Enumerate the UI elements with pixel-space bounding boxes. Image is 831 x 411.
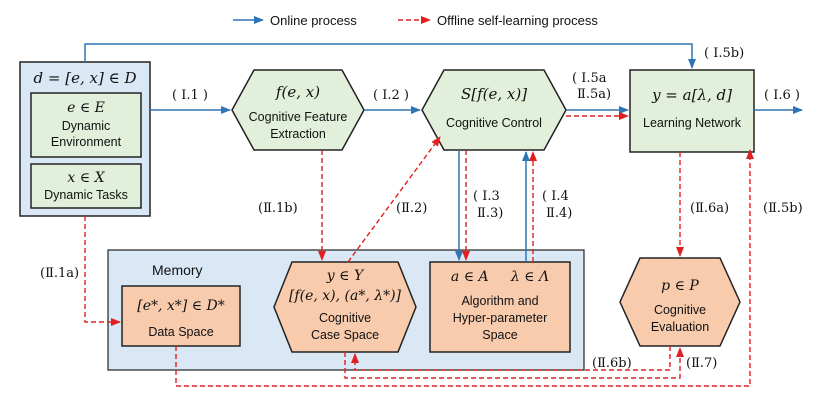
case-space-node: y ∈ Y [f(e, x), (a*, λ*)] Cognitive Case… xyxy=(273,261,417,353)
label-i3-2: Ⅱ.3) xyxy=(477,206,503,221)
label-ii5b: (Ⅱ.5b) xyxy=(763,201,803,216)
edge-labels: ( Ⅰ.1 ) ( Ⅰ.2 ) ( Ⅰ.5a Ⅱ.5a) ( Ⅰ.5b) ( Ⅰ… xyxy=(40,46,803,371)
label-i5a-1: ( Ⅰ.5a xyxy=(572,71,607,86)
data-space-node: [e*, x*] ∈ D* Data Space xyxy=(121,285,241,347)
algo-space-formula: a ∈ Α λ ∈ Λ xyxy=(451,269,549,285)
task-formula: x ∈ X xyxy=(67,170,105,186)
label-i2: ( Ⅰ.2 ) xyxy=(373,88,409,103)
env-label-2: Environment xyxy=(51,135,122,149)
label-ii7: (Ⅱ.7) xyxy=(686,356,717,371)
input-formula: d = [e, x] ∈ D xyxy=(34,69,137,87)
control-formula: S[f(e, x)] xyxy=(461,85,527,103)
edge-i5b xyxy=(84,43,696,69)
env-label-1: Dynamic xyxy=(62,119,111,133)
online-arrows xyxy=(84,43,803,262)
label-i4-2: Ⅱ.4) xyxy=(546,206,572,221)
learning-label: Learning Network xyxy=(643,116,742,130)
feature-extraction-node: f(e, x) Cognitive Feature Extraction xyxy=(231,69,365,151)
control-label: Cognitive Control xyxy=(446,116,542,130)
edge-ii7 xyxy=(344,347,684,379)
case-space-label-1: Cognitive xyxy=(319,311,371,325)
learning-formula: y = a[λ, d] xyxy=(651,86,732,104)
label-i5b: ( Ⅰ.5b) xyxy=(704,46,744,61)
task-label: Dynamic Tasks xyxy=(44,188,128,202)
edge-ii5b xyxy=(175,149,754,387)
label-i4-1: ( Ⅰ.4 xyxy=(542,189,569,204)
learning-network-node: y = a[λ, d] Learning Network xyxy=(629,69,755,153)
algo-space-label-2: Hyper-parameter xyxy=(453,311,547,325)
feature-formula: f(e, x) xyxy=(275,83,320,101)
label-ii2: (Ⅱ.2) xyxy=(396,201,427,216)
label-ii6a: (Ⅱ.6a) xyxy=(690,201,729,216)
algo-space-label-1: Algorithm and xyxy=(461,294,538,308)
legend-offline-label: Offline self-learning process xyxy=(437,13,598,28)
case-space-formula-1: y ∈ Y xyxy=(326,268,365,284)
label-i3-1: ( Ⅰ.3 xyxy=(473,189,500,204)
offline-arrows xyxy=(84,112,754,387)
label-ii6b: (Ⅱ.6b) xyxy=(592,356,632,371)
cognitive-control-node: S[f(e, x)] Cognitive Control xyxy=(421,69,567,151)
label-ii1b: (Ⅱ.1b) xyxy=(258,201,298,216)
case-space-label-2: Case Space xyxy=(311,328,379,342)
algo-space-node: a ∈ Α λ ∈ Λ Algorithm and Hyper-paramete… xyxy=(429,261,571,353)
edge-ii2 xyxy=(347,136,441,263)
label-i5a-2: Ⅱ.5a) xyxy=(577,87,611,102)
edge-ii6b xyxy=(351,346,671,371)
edge-ii1a xyxy=(84,216,121,326)
legend-online-label: Online process xyxy=(270,13,357,28)
algo-space-label-3: Space xyxy=(482,328,517,342)
memory-title: Memory xyxy=(152,262,203,278)
label-i1: ( Ⅰ.1 ) xyxy=(172,88,208,103)
dynamic-environment-box xyxy=(30,92,142,158)
feature-label-2: Extraction xyxy=(270,127,326,141)
legend: Online process Offline self-learning pro… xyxy=(233,13,598,28)
case-space-formula-2: [f(e, x), (a*, λ*)] xyxy=(289,288,402,304)
dynamic-tasks-box xyxy=(30,163,142,209)
evaluation-formula: p ∈ P xyxy=(661,278,699,294)
evaluation-label-2: Evaluation xyxy=(651,320,709,334)
label-ii1a: (Ⅱ.1a) xyxy=(40,266,79,281)
label-i6: ( Ⅰ.6 ) xyxy=(764,88,800,103)
evaluation-node: p ∈ P Cognitive Evaluation xyxy=(619,257,741,347)
input-box: d = [e, x] ∈ D e ∈ E Dynamic Environment… xyxy=(19,61,151,217)
env-formula: e ∈ E xyxy=(67,100,105,116)
data-space-formula: [e*, x*] ∈ D* xyxy=(137,298,225,314)
data-space-label: Data Space xyxy=(148,325,213,339)
evaluation-label-1: Cognitive xyxy=(654,303,706,317)
feature-label-1: Cognitive Feature xyxy=(249,110,348,124)
